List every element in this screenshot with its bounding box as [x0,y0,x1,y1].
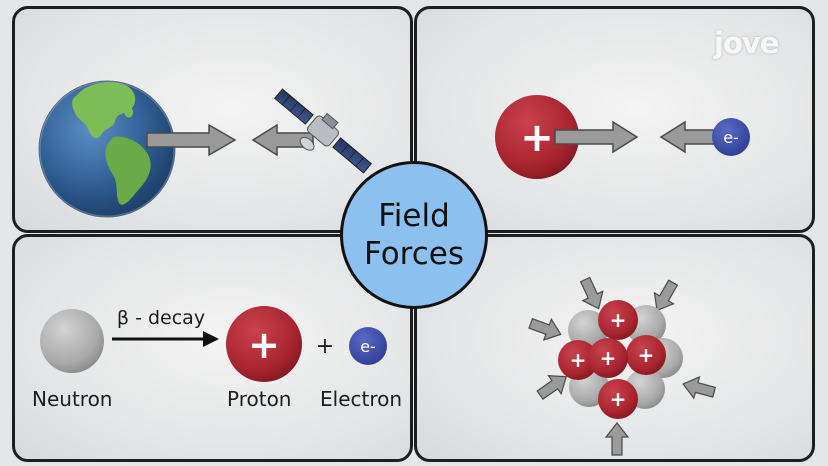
electron-label: Electron [320,387,403,411]
gravity-arrow-right [146,123,237,157]
proton-sphere: + [598,379,638,419]
proton-sphere: + [598,300,638,340]
electron-sphere: e- [349,327,387,365]
proton-sphere: + [558,340,598,380]
svg-text:+: + [610,308,627,332]
panel-weak: β - decay + + e- Neutron Proton Electron [12,234,413,462]
panel-gravity [12,6,413,233]
proton-plus-symbol: + [520,115,554,161]
neutron-label: Neutron [32,387,113,411]
electron-symbol: e- [360,337,376,356]
nucleus-illustration: + + + + + [526,274,718,456]
svg-text:+: + [600,346,617,370]
em-arrow-left [659,120,716,154]
electromagnetic-illustration: + e- [495,95,750,179]
svg-text:+: + [638,343,655,367]
beta-decay-label: β - decay [117,307,205,329]
electron-sphere: e- [712,118,750,156]
title-line-2: Forces [363,236,465,272]
neutron-sphere [40,309,104,373]
proton-label: Proton [227,387,292,411]
satellite [274,88,372,174]
gravity-illustration [37,79,372,219]
proton-sphere: + [226,306,302,382]
panel-electromagnetic: + e- [414,6,815,233]
proton-sphere: + [626,335,666,375]
proton-plus-symbol: + [248,323,280,367]
proton-sphere: + [495,95,579,179]
title-line-1: Field [378,198,450,234]
field-forces-title-circle: Field Forces [340,161,488,309]
svg-text:+: + [570,348,587,372]
plus-sign: + [316,334,334,359]
nucleus: + + + + + [558,300,683,419]
panel-strong: + + + + + [414,234,815,462]
svg-text:+: + [610,387,627,411]
em-arrow-right [554,120,639,154]
beta-decay-illustration: β - decay + + e- [40,306,387,382]
jove-logo: jove [714,26,779,60]
beta-decay-arrow [112,331,219,347]
proton-sphere: + [588,338,628,378]
electron-symbol: e- [723,128,739,147]
earth-globe [37,79,177,219]
